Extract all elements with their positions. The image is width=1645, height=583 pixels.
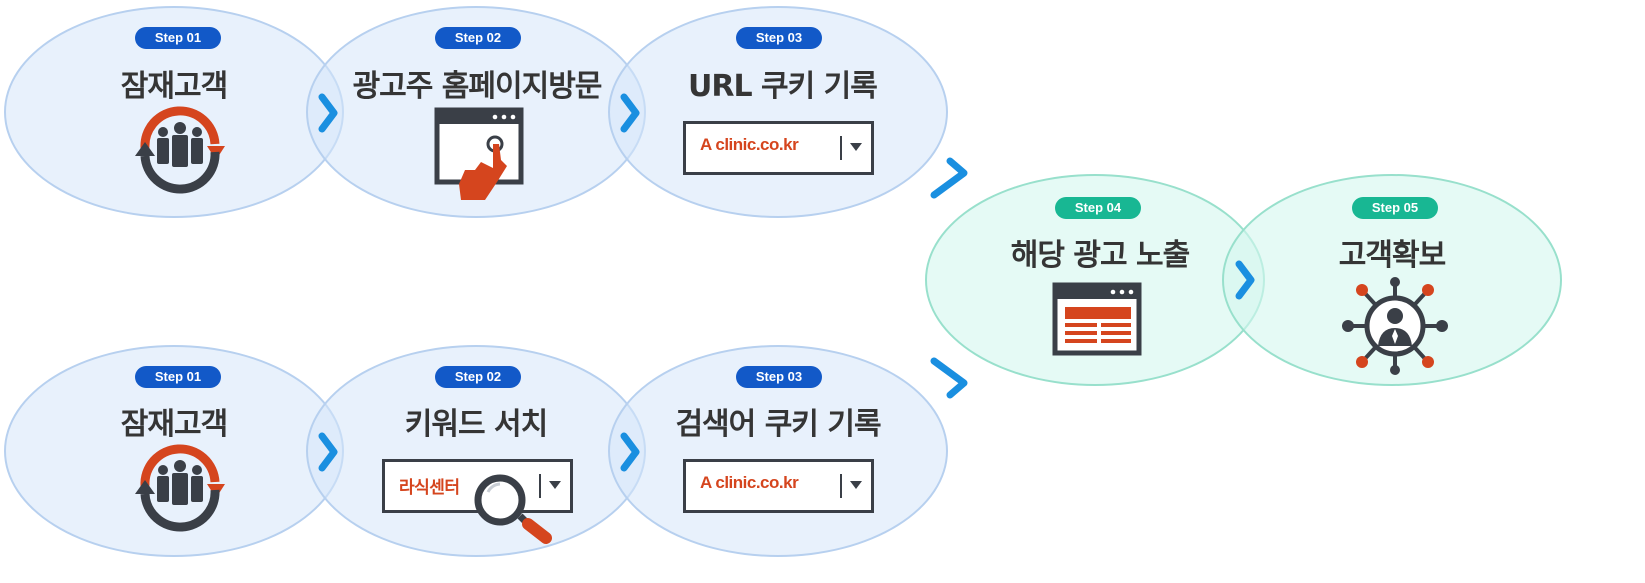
merge-arrow-bottom-icon: [930, 357, 968, 399]
step1-top-badge: Step 01: [135, 27, 221, 49]
step2-bottom-badge: Step 02: [435, 366, 521, 388]
step2-top-title: 광고주 홈페이지방문: [352, 69, 603, 104]
step2-bottom-title: 키워드 서치: [404, 407, 548, 442]
ad-page-icon: [1052, 282, 1142, 356]
step1-bottom-title: 잠재고객: [120, 407, 228, 442]
url-cookie-field: A clinic.co.kr: [683, 121, 874, 175]
customer-cycle-icon: [135, 106, 225, 194]
keyword-value: 라식센터: [399, 478, 460, 497]
chevron-right-icon: [318, 93, 338, 133]
chevron-right-icon: [1235, 260, 1255, 300]
chevron-right-icon: [318, 432, 338, 472]
step3-bottom-badge: Step 03: [736, 366, 822, 388]
step3-top-title: URL 쿠키 기록: [688, 69, 878, 104]
keyword-search-field: 라식센터: [382, 459, 573, 513]
step1-top-title: 잠재고객: [120, 69, 228, 104]
step4-badge: Step 04: [1055, 197, 1141, 219]
network-person-icon: [1342, 277, 1448, 375]
url-value: A clinic.co.kr: [700, 473, 799, 492]
step1-bottom-badge: Step 01: [135, 366, 221, 388]
divider: [840, 474, 842, 498]
divider: [840, 136, 842, 160]
browser-click-icon: [434, 107, 524, 200]
url-value: A clinic.co.kr: [700, 135, 799, 154]
dropdown-arrow-icon: [850, 481, 862, 489]
customer-cycle-icon: [135, 444, 225, 532]
step5-badge: Step 05: [1352, 197, 1438, 219]
chevron-right-icon: [620, 93, 640, 133]
divider: [539, 474, 541, 498]
step3-top-badge: Step 03: [736, 27, 822, 49]
magnifier-icon: [474, 474, 552, 544]
step2-top-badge: Step 02: [435, 27, 521, 49]
step5-title: 고객확보: [1338, 238, 1446, 273]
dropdown-arrow-icon: [549, 481, 561, 489]
merge-arrow-top-icon: [930, 157, 968, 199]
dropdown-arrow-icon: [850, 143, 862, 151]
step3-bottom-title: 검색어 쿠키 기록: [675, 407, 881, 442]
search-cookie-field: A clinic.co.kr: [683, 459, 874, 513]
step4-title: 해당 광고 노출: [1010, 238, 1191, 273]
chevron-right-icon: [620, 432, 640, 472]
